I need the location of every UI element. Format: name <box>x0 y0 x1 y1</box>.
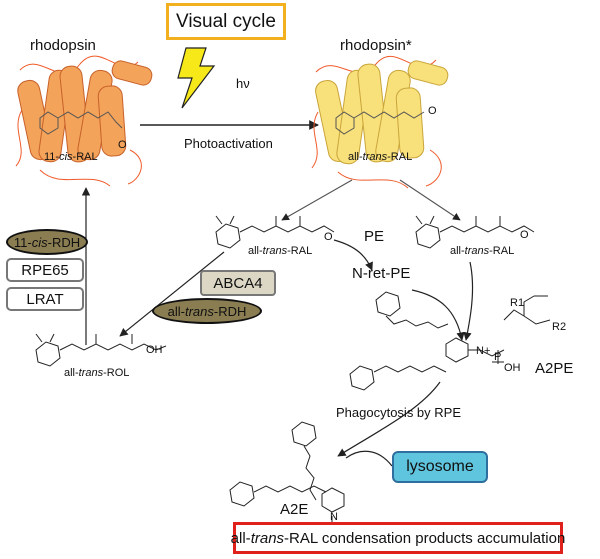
pe-condensation-arrow <box>333 239 373 271</box>
retinal-structure-right <box>415 215 535 249</box>
retinol-label: all-trans-ROL <box>64 367 130 379</box>
lysosome-label: lysosome <box>406 458 474 475</box>
to-a2pe-arrow-2 <box>463 261 474 341</box>
phagocytosis-label: Phagocytosis by RPE <box>336 405 462 420</box>
a2e-structure <box>229 421 347 535</box>
a2pe-r2: R2 <box>552 321 567 333</box>
a2pe-r1: R1 <box>510 297 525 309</box>
trans-rdh-label: all-trans-RDH <box>167 303 247 319</box>
rpe65-label: RPE65 <box>21 261 69 279</box>
retinol-oh: OH <box>146 344 163 356</box>
rhodopsin-active-protein <box>311 55 449 189</box>
rhodopsin-active-oxygen: O <box>428 105 437 117</box>
photoactivation-label: Photoactivation <box>184 136 273 151</box>
lysosome-box: lysosome <box>392 451 488 483</box>
rhodopsin-active-label: rhodopsin* <box>340 37 412 54</box>
light-label: hν <box>236 76 250 91</box>
retinol-structure <box>35 333 167 367</box>
pe-label: PE <box>364 228 385 245</box>
lysosome-arrow <box>345 450 393 467</box>
lightning-icon <box>177 47 216 109</box>
trans-ral-bound-label: all-trans-RAL <box>348 151 413 163</box>
rhodopsin-oxygen: O <box>118 139 127 151</box>
cis-rdh-oval: 11-cis-RDH <box>6 229 88 255</box>
a2e-label: A2E <box>280 501 309 518</box>
abca4-label: ABCA4 <box>213 274 263 292</box>
a2e-nitrogen: N <box>330 511 338 523</box>
accumulation-box: all-trans-RAL condensation products accu… <box>230 522 566 554</box>
a2pe-phosphate: P <box>494 351 502 363</box>
rhodopsin-label: rhodopsin <box>30 37 96 54</box>
cis-rdh-label: 11-cis-RDH <box>13 234 81 250</box>
rhodopsin-helices <box>17 60 153 163</box>
release-arrow-left <box>281 179 353 221</box>
rpe65-box: RPE65 <box>6 258 84 282</box>
accumulation-label: all-trans-RAL condensation products accu… <box>230 529 566 547</box>
a2pe-label: A2PE <box>535 360 574 377</box>
visual-cycle-title-text: Visual cycle <box>176 10 276 32</box>
a2pe-n-plus: N+ <box>476 345 491 357</box>
a2pe-oh: OH <box>504 362 521 374</box>
a2pe-structure <box>349 291 551 391</box>
reduction-arrow <box>119 251 225 337</box>
released-ral-right-label: all-trans-RAL <box>450 245 515 257</box>
visual-cycle-title: Visual cycle <box>166 3 286 40</box>
release-arrow-right <box>399 179 461 221</box>
trans-rdh-oval: all-trans-RDH <box>152 298 262 324</box>
retinal-structure-left <box>215 215 335 249</box>
lrat-box: LRAT <box>6 287 84 311</box>
to-a2pe-arrow-1 <box>411 289 465 341</box>
rhodopsin-protein <box>15 55 153 187</box>
phagocytosis-arrow <box>337 381 441 457</box>
lrat-label: LRAT <box>26 290 64 308</box>
released-ral-left-oxygen: O <box>324 231 333 243</box>
cis-ral-label: 11-cis-RAL <box>44 151 98 163</box>
n-ret-pe-label: N-ret-PE <box>352 265 411 282</box>
released-ral-right-oxygen: O <box>520 229 529 241</box>
released-ral-left-label: all-trans-RAL <box>248 245 313 257</box>
abca4-box: ABCA4 <box>200 270 276 296</box>
